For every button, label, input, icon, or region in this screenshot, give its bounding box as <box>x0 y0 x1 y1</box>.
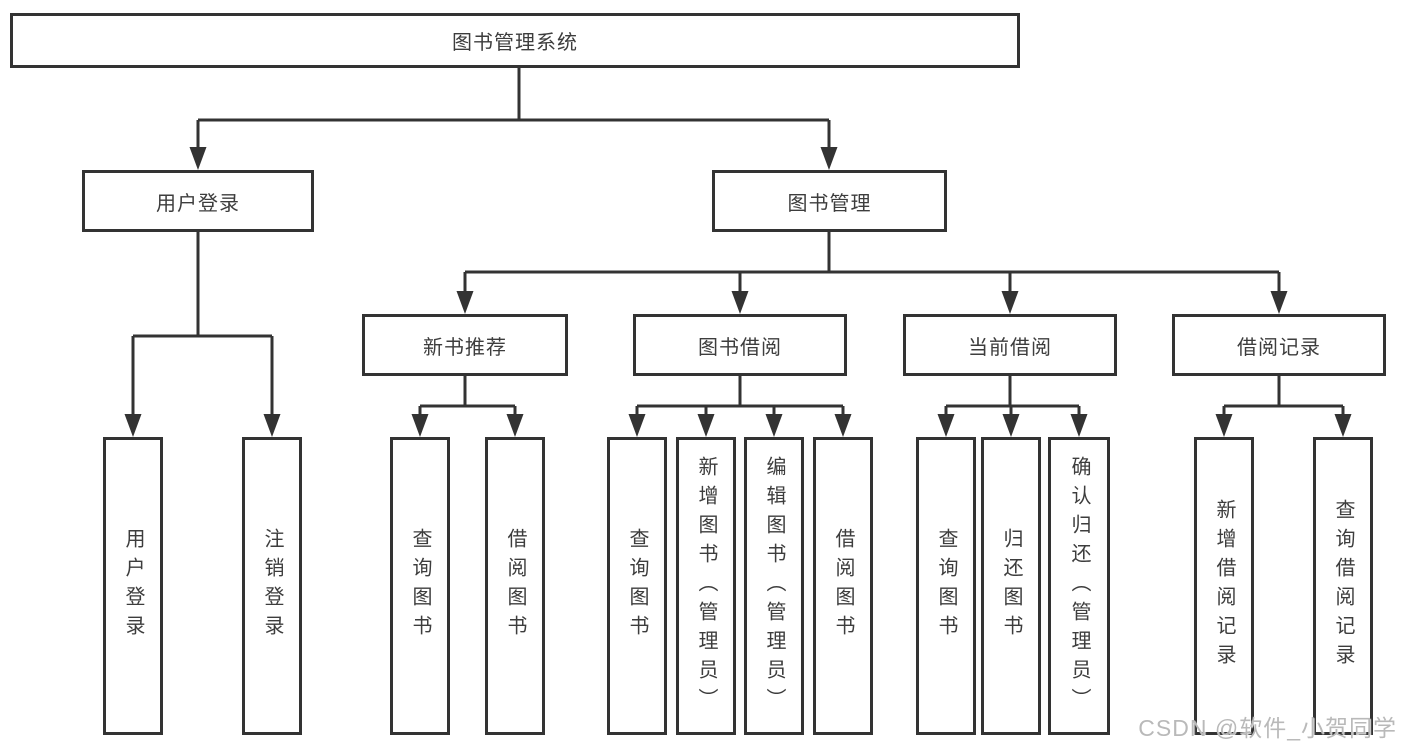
node-label: 确认归还（管理员） <box>1068 455 1090 717</box>
node-label: 注销登录 <box>261 528 283 644</box>
node-label: 查询图书 <box>935 528 957 644</box>
node-label: 编辑图书（管理员） <box>763 455 785 717</box>
connector-new-book-to-leaves <box>418 376 517 417</box>
connector-user-login-to-leaves <box>131 232 274 417</box>
node-book-management: 图书管理 <box>712 170 947 232</box>
leaf-query-books-recommend: 查询图书 <box>390 437 450 735</box>
leaf-confirm-return-admin: 确认归还（管理员） <box>1048 437 1110 735</box>
connector-borrow-records-to-leaves <box>1222 376 1345 417</box>
leaf-borrow-books: 借阅图书 <box>813 437 873 735</box>
leaf-add-borrow-record: 新增借阅记录 <box>1194 437 1254 735</box>
leaf-query-books-current: 查询图书 <box>916 437 976 735</box>
node-label: 图书管理系统 <box>452 32 578 54</box>
node-label: 图书借阅 <box>698 336 782 359</box>
node-label: 新增图书（管理员） <box>695 455 717 717</box>
leaf-edit-book-admin: 编辑图书（管理员） <box>744 437 804 735</box>
node-label: 新书推荐 <box>423 336 507 359</box>
leaf-query-borrow-record: 查询借阅记录 <box>1313 437 1373 735</box>
node-label: 用户登录 <box>156 192 240 215</box>
node-label: 用户登录 <box>122 528 144 644</box>
node-library-management-system: 图书管理系统 <box>10 13 1020 68</box>
node-label: 查询借阅记录 <box>1332 499 1354 673</box>
connector-book-borrowing-to-leaves <box>635 376 845 417</box>
leaf-user-login: 用户登录 <box>103 437 163 735</box>
node-label: 借阅图书 <box>832 528 854 644</box>
leaf-return-book: 归还图书 <box>981 437 1041 735</box>
leaf-query-books-borrow: 查询图书 <box>607 437 667 735</box>
node-label: 图书管理 <box>787 192 872 215</box>
node-label: 查询图书 <box>626 528 648 644</box>
leaf-borrow-books-recommend: 借阅图书 <box>485 437 545 735</box>
node-label: 归还图书 <box>1000 528 1022 644</box>
watermark: CSDN @软件_小贺同学 <box>1138 715 1397 741</box>
node-label: 借阅记录 <box>1237 336 1321 359</box>
node-book-borrowing: 图书借阅 <box>633 314 847 376</box>
leaf-logout: 注销登录 <box>242 437 302 735</box>
node-user-login: 用户登录 <box>82 170 314 232</box>
node-label: 借阅图书 <box>504 528 526 644</box>
node-borrowing-records: 借阅记录 <box>1172 314 1386 376</box>
connector-current-borrowing-to-leaves <box>944 376 1081 417</box>
node-label: 查询图书 <box>409 528 431 644</box>
leaf-add-book-admin: 新增图书（管理员） <box>676 437 736 735</box>
node-label: 当前借阅 <box>968 336 1052 359</box>
node-label: 新增借阅记录 <box>1213 499 1235 673</box>
node-new-book-recommendation: 新书推荐 <box>362 314 568 376</box>
node-current-borrowing: 当前借阅 <box>903 314 1117 376</box>
connector-root-to-level2 <box>196 65 831 150</box>
connector-book-management-to-level3 <box>463 232 1281 295</box>
